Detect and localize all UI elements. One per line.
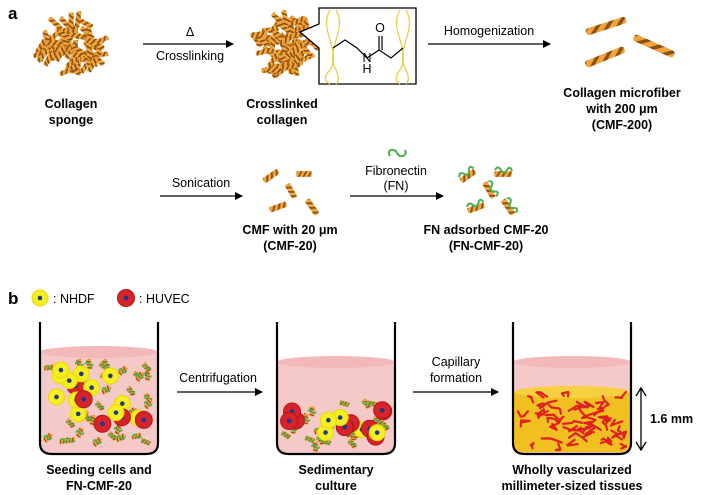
- fn-cmf-20-label-1: FN adsorbed CMF-20: [423, 223, 548, 237]
- fibronectin-label-2: (FN): [384, 179, 409, 193]
- huvec-legend-label: : HUVEC: [139, 292, 190, 306]
- homogenization-label: Homogenization: [444, 24, 534, 38]
- amide-bond-callout: [298, 7, 417, 85]
- sedimentary-label-2: culture: [315, 479, 357, 493]
- chem-oxygen: O: [375, 21, 385, 35]
- capillary-label-2: formation: [430, 371, 482, 385]
- nhdf-legend-label: : NHDF: [53, 292, 95, 306]
- capillary-label-1: Capillary: [432, 355, 481, 369]
- height-label: 1.6 mm: [650, 412, 693, 426]
- cmf-200-label-1: Collagen microfiber: [563, 86, 681, 100]
- crosslinking-label: Crosslinking: [156, 49, 224, 63]
- fn-cmf-20-label-2: (FN-CMF-20): [449, 239, 523, 253]
- seeding-label-2: FN-CMF-20: [66, 479, 132, 493]
- crosslinked-collagen-label-2: collagen: [257, 113, 308, 127]
- cmf-200-label-2: with 200 μm: [585, 102, 658, 116]
- panel-b-letter: b: [8, 289, 18, 308]
- sonication-label: Sonication: [172, 176, 230, 190]
- vascularized-label-2: millimeter-sized tissues: [501, 479, 642, 493]
- nhdf-legend-icon: [31, 289, 49, 307]
- height-arrowheads: [635, 386, 647, 452]
- chem-nitrogen: N: [362, 51, 371, 65]
- cmf-20-fibers: [262, 168, 320, 216]
- crosslinked-collagen-label-1: Crosslinked: [246, 97, 318, 111]
- fibronectin-label-1: Fibronectin: [365, 164, 427, 178]
- cmf-200-fibers: [584, 16, 676, 69]
- crosslinked-collagen-image: [249, 9, 321, 80]
- heat-delta-symbol: Δ: [186, 25, 194, 39]
- well-sedimentary: [275, 322, 397, 456]
- chem-hydrogen: H: [362, 62, 371, 76]
- panel-a-letter: a: [8, 4, 18, 23]
- cmf-20-label-2: (CMF-20): [263, 239, 316, 253]
- cmf-20-label-1: CMF with 20 μm: [242, 223, 337, 237]
- collagen-sponge-label-2: sponge: [49, 113, 93, 127]
- vascularized-label-1: Wholly vascularized: [512, 463, 631, 477]
- huvec-legend-icon: [117, 289, 135, 307]
- well-seeding: [38, 322, 160, 456]
- centrifugation-label: Centrifugation: [179, 371, 257, 385]
- fibronectin-icon: [387, 148, 407, 158]
- sedimentary-label-1: Sedimentary: [298, 463, 373, 477]
- cmf-200-label-3: (CMF-200): [592, 118, 652, 132]
- well-vascularized: [511, 322, 633, 456]
- fn-cmf-20-fibers: [458, 165, 519, 216]
- collagen-sponge-image: [32, 10, 110, 77]
- seeding-label-1: Seeding cells and: [46, 463, 152, 477]
- collagen-sponge-label-1: Collagen: [45, 97, 98, 111]
